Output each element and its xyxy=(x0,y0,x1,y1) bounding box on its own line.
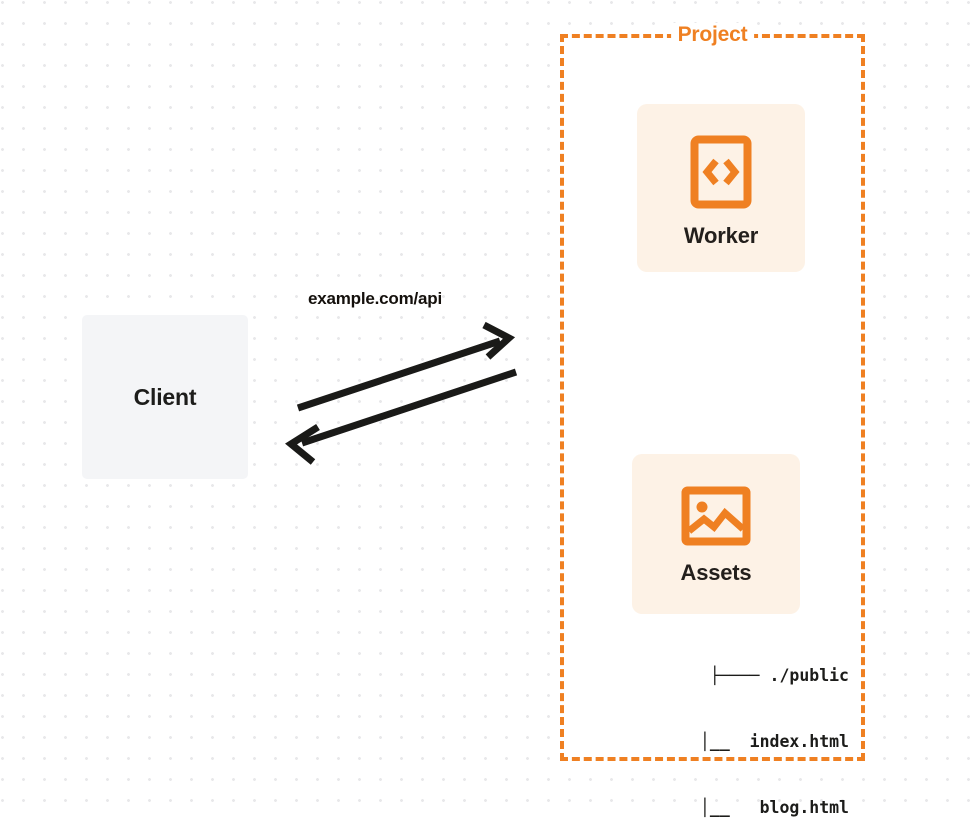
connection-label: example.com/api xyxy=(308,289,443,308)
project-title: Project xyxy=(670,23,755,47)
image-picture-icon xyxy=(681,486,751,546)
assets-card[interactable]: Assets xyxy=(632,454,800,614)
assets-file-tree: ├──── ./public │__ index.html │__ blog.h… xyxy=(604,621,849,818)
code-brackets-icon xyxy=(690,135,752,209)
file-tree-row: │__ blog.html xyxy=(650,798,849,817)
response-arrow xyxy=(285,368,518,465)
client-node[interactable]: Client xyxy=(82,315,248,479)
worker-card-label: Worker xyxy=(683,223,759,248)
file-tree-row: ├──── ./public xyxy=(709,666,849,685)
project-container: Project Worker Assets ├──── ./public │__… xyxy=(560,23,865,817)
file-tree-row: │__ index.html xyxy=(650,732,849,751)
worker-card[interactable]: Worker xyxy=(637,104,805,272)
assets-card-label: Assets xyxy=(680,560,752,585)
client-node-label: Client xyxy=(133,383,197,410)
request-arrow xyxy=(296,321,516,412)
